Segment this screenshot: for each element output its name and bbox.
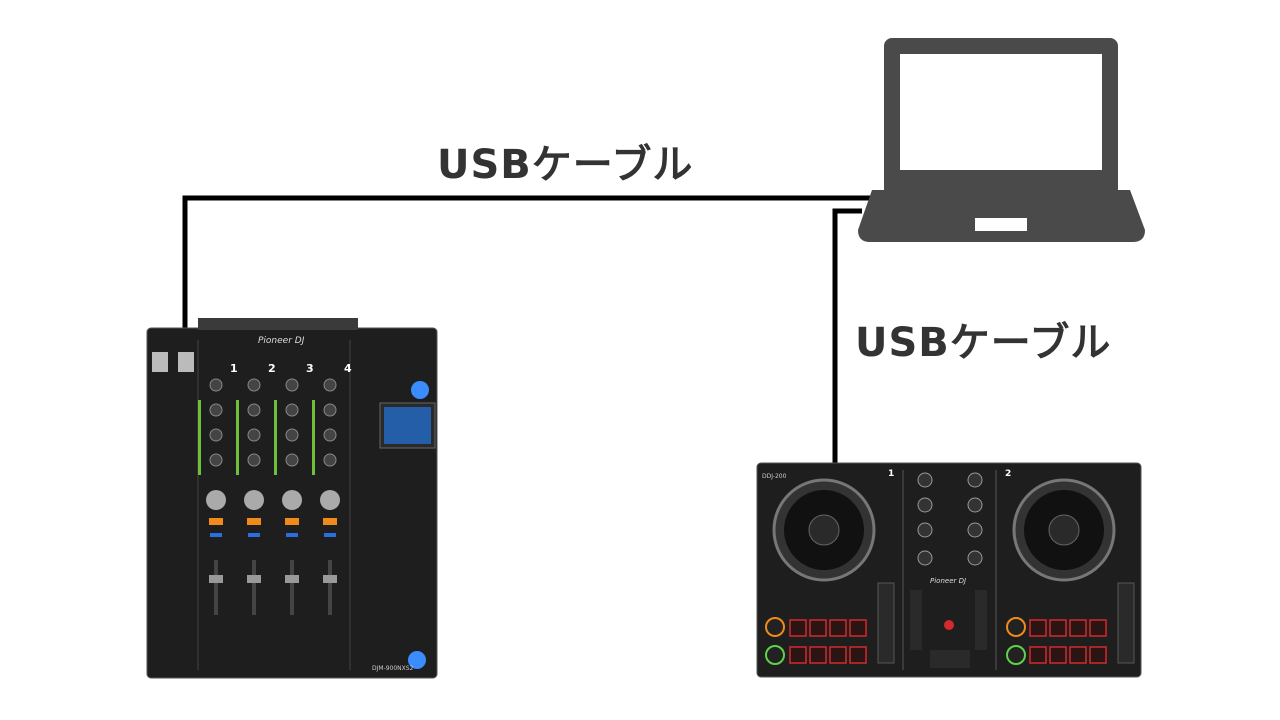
performance-pad: [849, 619, 867, 637]
channel-number: 2: [268, 362, 276, 375]
knob-icon: [285, 428, 299, 442]
knob-icon: [247, 378, 261, 392]
channel-number: 1: [230, 362, 238, 375]
usb-cable-controller-to-laptop: [832, 208, 862, 466]
knob-icon: [917, 550, 933, 566]
knob-icon: [967, 497, 983, 513]
performance-pad: [789, 619, 807, 637]
play-button-left: [765, 645, 785, 665]
cue-button: [323, 518, 337, 525]
dj-mixer-djm-900nxs2: 1 2 3 4: [146, 318, 438, 679]
performance-pad: [849, 646, 867, 664]
channel-fader: [285, 575, 299, 583]
knob-icon: [247, 403, 261, 417]
laptop-icon: [858, 38, 1145, 242]
knob-icon: [967, 522, 983, 538]
performance-pad: [1069, 619, 1087, 637]
channel-fader: [209, 575, 223, 583]
performance-pad: [1069, 646, 1087, 664]
knob-icon: [209, 453, 223, 467]
performance-pad: [1049, 619, 1067, 637]
knob-icon: [285, 453, 299, 467]
knob-icon: [209, 428, 223, 442]
performance-pad: [1049, 646, 1067, 664]
knob-icon: [282, 490, 302, 510]
performance-pad: [1089, 619, 1107, 637]
knob-icon: [917, 522, 933, 538]
knob-icon: [917, 497, 933, 513]
brand-logo: Pioneer DJ: [258, 336, 305, 346]
knob-icon: [323, 378, 337, 392]
cue-button: [247, 518, 261, 525]
knob-icon: [209, 403, 223, 417]
cue-button-left: [765, 617, 785, 637]
knob-icon: [917, 472, 933, 488]
channel-fader: [323, 575, 337, 583]
deck-number: 2: [1005, 469, 1011, 479]
channel-number: 4: [344, 362, 352, 375]
knob-icon: [323, 428, 337, 442]
model-label: DDJ-200: [762, 473, 787, 480]
channel-number: 3: [306, 362, 314, 375]
performance-pad: [829, 646, 847, 664]
usb-cable-mixer-to-laptop: [182, 195, 872, 332]
usb-cable-label-top: USBケーブル: [437, 142, 694, 188]
model-label: DJM-900NXS2: [372, 665, 414, 672]
knob-icon: [285, 403, 299, 417]
knob-icon: [247, 453, 261, 467]
performance-pad: [1089, 646, 1107, 664]
cue-button: [285, 518, 299, 525]
play-button-right: [1006, 645, 1026, 665]
knob-icon: [967, 550, 983, 566]
cue-button-right: [1006, 617, 1026, 637]
performance-pad: [809, 646, 827, 664]
performance-pad: [809, 619, 827, 637]
knob-icon: [323, 403, 337, 417]
cue-button: [209, 518, 223, 525]
usb-cable-label-right: USBケーブル: [855, 320, 1112, 366]
knob-icon: [244, 490, 264, 510]
knob-icon: [206, 490, 226, 510]
channel-fader: [247, 575, 261, 583]
performance-pad: [789, 646, 807, 664]
performance-pad: [829, 619, 847, 637]
knob-icon: [285, 378, 299, 392]
deck-number: 1: [888, 469, 894, 479]
knob-icon: [967, 472, 983, 488]
performance-pad: [1029, 646, 1047, 664]
knob-icon: [247, 428, 261, 442]
brand-logo: Pioneer DJ: [930, 577, 966, 585]
performance-pad: [1029, 619, 1047, 637]
knob-icon: [323, 453, 337, 467]
knob-icon: [320, 490, 340, 510]
knob-icon: [209, 378, 223, 392]
